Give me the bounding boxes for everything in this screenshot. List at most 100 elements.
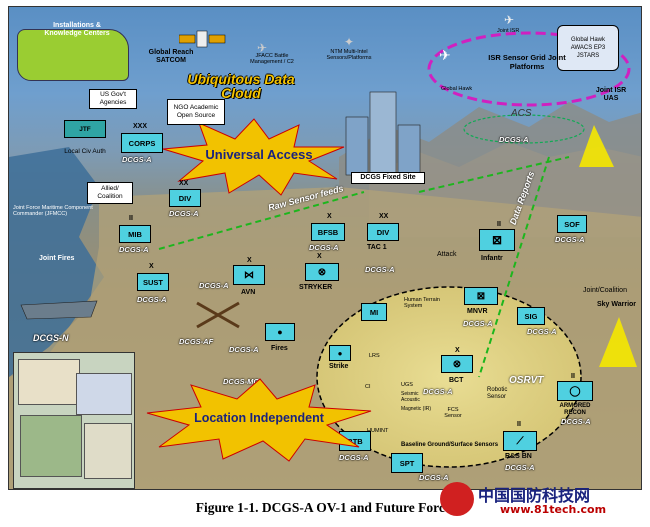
unit-fires-label: Fires <box>271 345 288 352</box>
joint-coalition-label: Joint/Coalition <box>583 287 627 294</box>
echelon-div: XX <box>179 180 189 187</box>
dcgs-a-avn: DCGS-A <box>199 281 229 290</box>
unit-avn-label: AVN <box>241 289 256 296</box>
dcgs-n-label: DCGS-N <box>33 333 69 343</box>
dcgs-af-label: DCGS-AF <box>179 337 214 346</box>
dcgs-a-acs: DCGS-A <box>499 135 529 144</box>
unit-sust: SUST <box>137 273 169 291</box>
us-map-graphic <box>17 29 129 81</box>
ngo-box: NGO Academic Open Source <box>167 99 225 125</box>
global-hawk-icon: ✈ <box>439 47 451 63</box>
unit-div-2: DIV <box>367 223 399 241</box>
satellite-icon <box>179 30 226 48</box>
echelon-sust: X <box>149 263 154 270</box>
map-screenshot-2 <box>76 373 132 415</box>
humint-label: HUMINT <box>367 428 389 434</box>
unit-sig: SIG <box>517 307 545 325</box>
unit-bct-label: BCT <box>449 377 464 384</box>
lrs-label: LRS <box>369 353 380 359</box>
unit-armored-recon-symbol: ◯ <box>557 381 593 401</box>
unit-infantry-symbol: ⊠ <box>479 229 515 251</box>
dcgs-a-sust: DCGS-A <box>137 295 167 304</box>
tac1-label: TAC 1 <box>367 244 387 251</box>
dcgs-a-sig: DCGS-A <box>527 327 557 336</box>
location-independent-text: Location Independent <box>194 411 324 425</box>
acs-label: ACS <box>511 108 532 119</box>
dcgs-a-div: DCGS-A <box>169 209 199 218</box>
watermark-cn: 中国国防科技网 <box>478 486 591 505</box>
us-govt-agencies-box: US Gov't Agencies <box>89 89 137 109</box>
unit-armored-recon-label: ARMORED RECON <box>559 403 591 416</box>
dcgs-mc-label: DCGS-MC <box>223 377 259 386</box>
unit-sof: SOF <box>557 215 587 233</box>
attack-label: Attack <box>437 251 457 258</box>
title-line-1: Ubiquitous Data <box>187 71 295 87</box>
magnetic-label: Magnetic (IR) <box>401 406 432 412</box>
echelon-corps: XXX <box>133 123 148 130</box>
ntm-label: NTM Multi-Intel Sensors/Platforms <box>326 49 372 61</box>
unit-bct-symbol: ⊗ <box>441 355 473 373</box>
fcs-sensor-label: FCS Sensor <box>444 407 462 419</box>
joint-isr-uas-label: Joint ISR UAS <box>595 87 627 102</box>
echelon-bct: X <box>455 347 460 354</box>
figure-caption: Figure 1-1. DCGS-A OV-1 and Future Force… <box>195 500 455 515</box>
human-terrain-label: Human Terrain System <box>404 297 440 309</box>
ov1-diagram: Installations & Knowledge Centers Global… <box>8 6 642 490</box>
unit-mib: MIB <box>119 225 151 243</box>
joint-isr-top-label: Joint ISR <box>497 28 520 34</box>
dcgs-a-bct: DCGS-A <box>423 387 453 396</box>
dcgs-a-btb: DCGS-A <box>339 453 369 462</box>
unit-infantry-label: Infantr <box>481 255 503 262</box>
dcgs-fixed-site-box: DCGS Fixed Site <box>351 172 425 184</box>
aircraft-carrier-icon <box>20 300 98 320</box>
ci-label: CI <box>365 384 371 390</box>
location-independent-burst <box>146 378 372 462</box>
page-title: Ubiquitous Data Cloud <box>161 72 321 100</box>
dcgs-a-spt: DCGS-A <box>419 473 449 482</box>
unit-mnvr-symbol: ⊠ <box>464 287 498 305</box>
dcgs-a-sof: DCGS-A <box>555 235 585 244</box>
local-civ-auth-box: Local Civ Auth <box>64 148 106 155</box>
robotic-sensor-label: Robotic Sensor <box>487 387 508 400</box>
unit-stryker-label: STRYKER <box>299 284 333 291</box>
unit-bfsb: BFSB <box>311 223 345 241</box>
map-screenshot-4 <box>84 423 132 479</box>
global-reach-label: Global Reach SATCOM <box>148 49 194 64</box>
unit-avn-symbol: ⋈ <box>233 265 265 285</box>
dcgs-a-bfsb: DCGS-A <box>309 243 339 252</box>
fixed-site-buildings-icon <box>345 91 421 176</box>
sky-warrior-label: Sky Warrior <box>597 301 637 308</box>
jfmcc-label: Joint Force Maritime Component Commander… <box>13 205 93 217</box>
joint-isr-aircraft-icon: ✈ <box>504 13 515 27</box>
watermark-url: www.81tech.com <box>500 503 607 516</box>
dcgs-a-rs-bn: DCGS-A <box>505 463 535 472</box>
dcgs-a-div2: DCGS-A <box>365 265 395 274</box>
title-line-2: Cloud <box>221 85 261 101</box>
jtf-box: JTF <box>64 120 106 138</box>
echelon-div2: XX <box>379 213 389 220</box>
map-screenshot-1 <box>18 359 80 405</box>
unit-mnvr-label: MNVR <box>467 308 488 315</box>
map-screenshot-3 <box>20 415 82 477</box>
jfacc-label: JFACC Battle Management / C2 <box>250 53 294 65</box>
global-hawk-label: Global Hawk <box>441 86 473 92</box>
unit-mi: MI <box>361 303 387 321</box>
unit-strike-label: Strike <box>329 363 349 370</box>
echelon-rs-bn: II <box>517 421 521 428</box>
echelon-mib: II <box>129 215 133 222</box>
seismic-label: Seismic Acoustic <box>401 391 420 403</box>
dcgs-a-corps: DCGS-A <box>122 155 152 164</box>
universal-access-burst <box>162 118 345 196</box>
dcgs-a-armored-recon: DCGS-A <box>561 417 591 426</box>
jet-icon: ✈ <box>257 41 268 55</box>
ntm-satellite-icon: ✦ <box>344 35 355 49</box>
unit-strike-symbol: ● <box>329 345 351 361</box>
dcgs-a-mib: DCGS-A <box>119 245 149 254</box>
baseline-sensors-label: Baseline Ground/Surface Sensors <box>401 442 499 448</box>
dcgs-a-mnvr: DCGS-A <box>463 319 493 328</box>
dcgs-a-fires: DCGS-A <box>229 345 259 354</box>
osrvt-label: OSRVT <box>509 375 544 386</box>
screenshot-collage <box>13 352 135 489</box>
universal-access-text: Universal Access <box>205 147 313 162</box>
global-hawk-platform-box: Global Hawk AWACS EP3 JSTARS <box>557 25 619 71</box>
